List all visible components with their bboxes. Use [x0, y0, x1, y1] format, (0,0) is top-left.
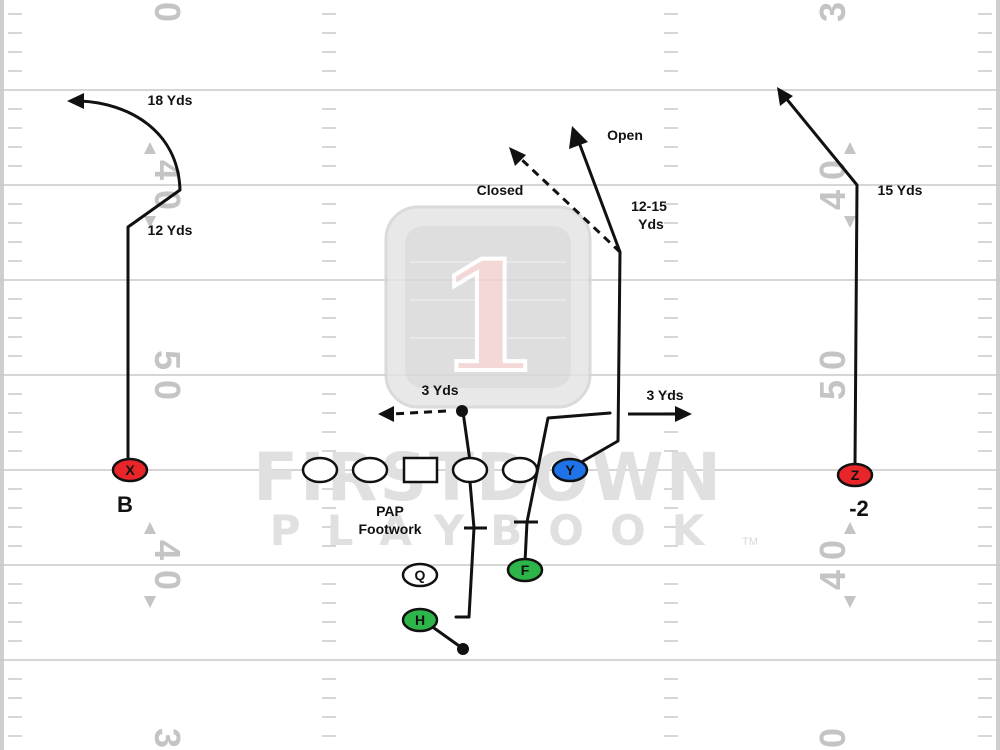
- watermark-trademark: TM: [742, 536, 758, 548]
- player-q-label: Q: [415, 567, 426, 583]
- yard-number: 3: [147, 728, 188, 748]
- pap-label-line2: Footwork: [359, 521, 422, 537]
- arrow-y-open: [569, 126, 588, 149]
- left-flat-label: 3 Yds: [421, 382, 458, 398]
- route-x: [78, 99, 182, 462]
- lineman-right-guard: [451, 456, 489, 484]
- route-y-closed: [518, 156, 622, 254]
- player-y: Y: [551, 457, 589, 483]
- route-z: [783, 95, 859, 467]
- yard-number: 0: [147, 2, 188, 22]
- h-end-point: [457, 643, 469, 655]
- arrow-z: [777, 87, 793, 106]
- fake-handoff-point: [456, 405, 468, 417]
- lineman-left-tackle: [301, 456, 339, 484]
- lineman-right-tackle: [501, 456, 539, 484]
- lineman-left-guard: [351, 456, 389, 484]
- z-alignment-tag: -2: [849, 496, 869, 521]
- x-depth-label: 18 Yds: [148, 92, 193, 108]
- closed-label: Closed: [477, 182, 524, 198]
- player-x: X: [111, 457, 149, 483]
- yard-number: 0: [812, 728, 853, 748]
- player-q: Q: [401, 562, 439, 588]
- yard-number: 4 0: [812, 540, 853, 590]
- hash-marks: [8, 13, 992, 737]
- player-f-label: F: [521, 562, 530, 578]
- route-left-flat: [391, 409, 447, 416]
- dashed-routes: [391, 156, 622, 416]
- player-h: H: [401, 607, 439, 633]
- player-x-label: X: [125, 462, 135, 478]
- player-z: Z: [836, 462, 874, 488]
- arrow-left-flat: [378, 406, 394, 422]
- right-flat-label: 3 Yds: [646, 387, 683, 403]
- arrowheads: [67, 87, 793, 655]
- center: [402, 456, 439, 484]
- arrow-right-flat: [675, 406, 692, 422]
- offensive-line: [301, 456, 539, 484]
- pap-label-line1: PAP: [376, 503, 404, 519]
- yard-numbers: 0 4 0 5 0 4 0 3 3 4 0 5 0 4 0 0: [147, 2, 853, 748]
- player-y-label: Y: [565, 462, 575, 478]
- yard-number: 4 0: [147, 160, 188, 210]
- x-alignment-tag: B: [117, 492, 133, 517]
- watermark-badge-number: 1: [436, 230, 540, 406]
- y-depth-label-line2: Yds: [638, 216, 664, 232]
- blocks: [464, 412, 675, 530]
- route-left-flat-stem: [461, 410, 472, 463]
- yard-number: 4 0: [147, 540, 188, 590]
- z-depth-label: 15 Yds: [878, 182, 923, 198]
- player-h-label: H: [415, 612, 425, 628]
- player-z-label: Z: [851, 467, 860, 483]
- y-depth-label-line1: 12-15: [631, 198, 667, 214]
- player-f: F: [506, 557, 544, 583]
- yard-number: 5 0: [147, 350, 188, 400]
- watermark-logo: 1: [384, 205, 592, 409]
- open-label: Open: [607, 127, 643, 143]
- yard-number: 4 0: [812, 160, 853, 210]
- watermark-subtitle: PLAYBOOK: [270, 506, 730, 555]
- arrow-x: [67, 93, 84, 109]
- arrow-y-closed: [509, 147, 526, 166]
- x-break-label: 12 Yds: [148, 222, 193, 238]
- yard-number: 5 0: [812, 350, 853, 400]
- route-y: [576, 143, 622, 466]
- yard-number: 3: [812, 2, 853, 22]
- yard-arrows: [144, 142, 856, 608]
